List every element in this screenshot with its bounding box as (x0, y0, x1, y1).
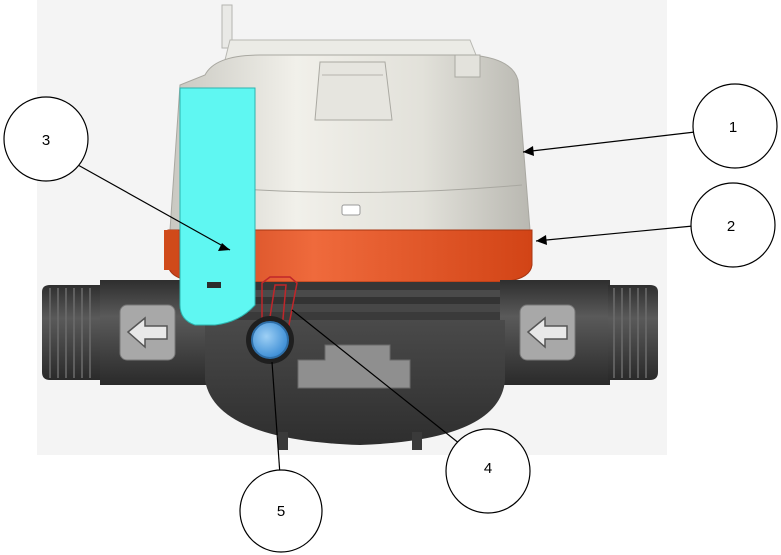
flow-arrow-left-icon (126, 316, 168, 349)
outlet-pipe-right (500, 280, 658, 385)
callout-5: 5 (239, 469, 323, 553)
thread-ribs (210, 282, 520, 322)
seal-tag (179, 87, 256, 326)
callout-2: 2 (690, 182, 776, 268)
callout-label-5: 5 (277, 503, 285, 520)
callout-3: 3 (3, 96, 89, 182)
valve-knob (246, 316, 294, 364)
callout-label-1: 1 (729, 119, 737, 136)
callout-1: 1 (692, 83, 778, 169)
flow-arrow-right-icon (526, 316, 568, 349)
callout-label-3: 3 (42, 132, 50, 149)
callout-4: 4 (445, 428, 531, 514)
inlet-pipe-left (42, 280, 210, 385)
callout-label-2: 2 (727, 218, 735, 235)
leader-lines (77, 131, 696, 476)
arrow-heads (218, 146, 547, 251)
register-cap (169, 4, 531, 231)
callout-label-4: 4 (484, 460, 492, 477)
body-nameplate (297, 344, 411, 389)
